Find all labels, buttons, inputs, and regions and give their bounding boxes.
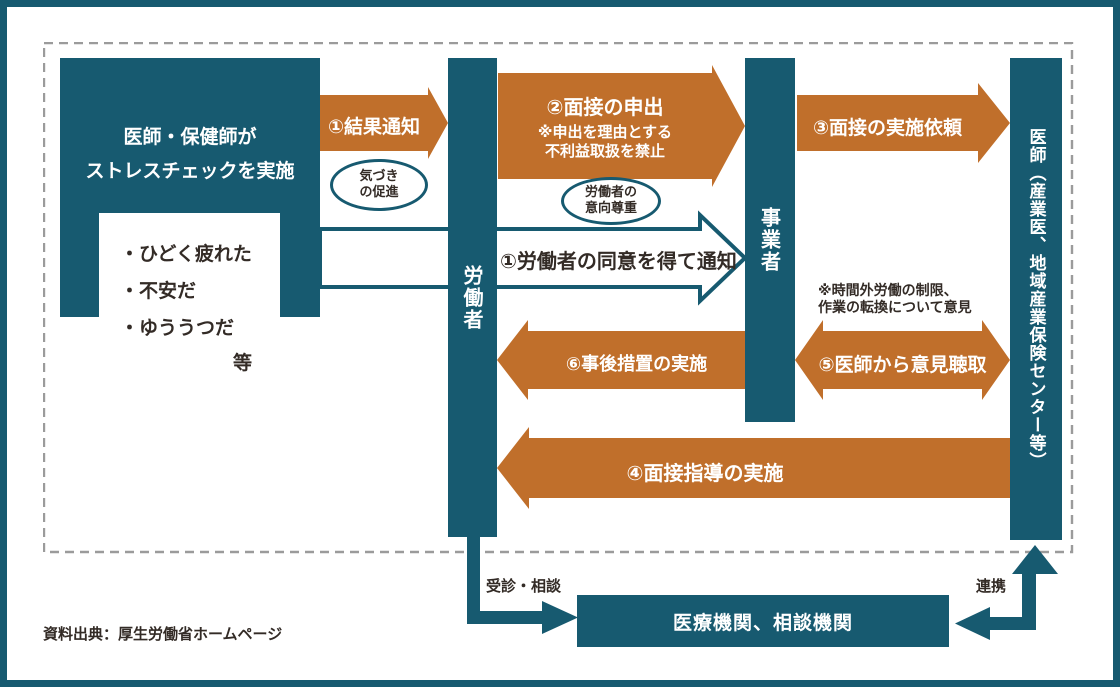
- medical-box-label: 医療機関、相談機関: [672, 611, 853, 634]
- practitioner-line1: 医師・保健師が: [123, 126, 257, 148]
- source-note: 資料出典：厚生労働省ホームページ: [43, 625, 283, 643]
- respect-line2: 意向尊重: [584, 201, 637, 216]
- arrow-interview-request-note2: 不利益取扱を禁止: [544, 142, 665, 160]
- arrow-post-measures-label: ⑥事後措置の実施: [565, 354, 708, 375]
- arrow-interview-request: [498, 65, 745, 187]
- worker-bar: 労働者: [448, 58, 497, 537]
- arrow-result-notice-label: ①結果通知: [327, 116, 421, 138]
- arrow-interview-request-labels: ②面接の申出 ※申出を理由とする 不利益取扱を禁止: [498, 95, 712, 161]
- connector-cooperation: [955, 545, 1058, 640]
- awareness-oval: 気づき の促進: [330, 159, 428, 211]
- arrow-interview-guidance-label: ④面接指導の実施: [626, 461, 784, 485]
- arrow-consent-notice: [318, 210, 748, 306]
- consult-label: 受診・相談: [486, 577, 562, 595]
- arrow-post-measures: [497, 320, 745, 400]
- arrow-interview-order: [797, 83, 1010, 163]
- doctor-bar-label: 医師（産業医、地域産業保険センター等）: [1025, 128, 1046, 470]
- respect-line1: 労働者の: [584, 185, 637, 200]
- employer-bar-label: 事業者: [757, 207, 782, 273]
- worker-bar-label: 労働者: [460, 264, 484, 331]
- arrow-opinion-hearing: [795, 320, 1010, 400]
- dashed-boundary: [43, 42, 1074, 554]
- practitioner-line2: ストレスチェックを実施: [85, 160, 295, 182]
- opinion-note: ※時間外労働の制限、 作業の転換について意見: [818, 283, 972, 317]
- arrow-opinion-hearing-label: ⑤医師から意見聴取: [818, 354, 987, 376]
- employer-bar: 事業者: [745, 58, 795, 422]
- arrow-interview-order-label: ③面接の実施依頼: [812, 117, 963, 139]
- medical-box: 医療機関、相談機関: [577, 595, 949, 647]
- arrow-consent-notice-label: ①労働者の同意を得て通知: [500, 249, 737, 273]
- doctor-bar: 医師（産業医、地域産業保険センター等）: [1010, 58, 1062, 540]
- awareness-line2: の促進: [359, 185, 399, 200]
- connector-consult: [467, 537, 578, 634]
- arrow-result-notice: [320, 87, 448, 159]
- symptoms-box: ・ひどく疲れた ・不安だ ・ゆううつだ 等: [99, 213, 280, 393]
- symptom-item: ・不安だ: [120, 280, 197, 302]
- cooperate-label: 連携: [976, 577, 1007, 595]
- arrow-interview-guidance: [497, 427, 1010, 509]
- opinion-note-line1: ※時間外労働の制限、: [818, 283, 958, 299]
- arrow-interview-request-note1: ※申出を理由とする: [537, 123, 673, 141]
- arrow-interview-request-label: ②面接の申出: [546, 95, 664, 119]
- symptoms-etc: 等: [232, 352, 252, 374]
- respect-oval: 労働者の 意向尊重: [561, 177, 661, 225]
- awareness-line1: 気づき: [359, 169, 399, 184]
- symptom-item: ・ゆううつだ: [120, 317, 235, 339]
- opinion-note-line2: 作業の転換について意見: [818, 300, 972, 316]
- symptom-item: ・ひどく疲れた: [120, 243, 252, 265]
